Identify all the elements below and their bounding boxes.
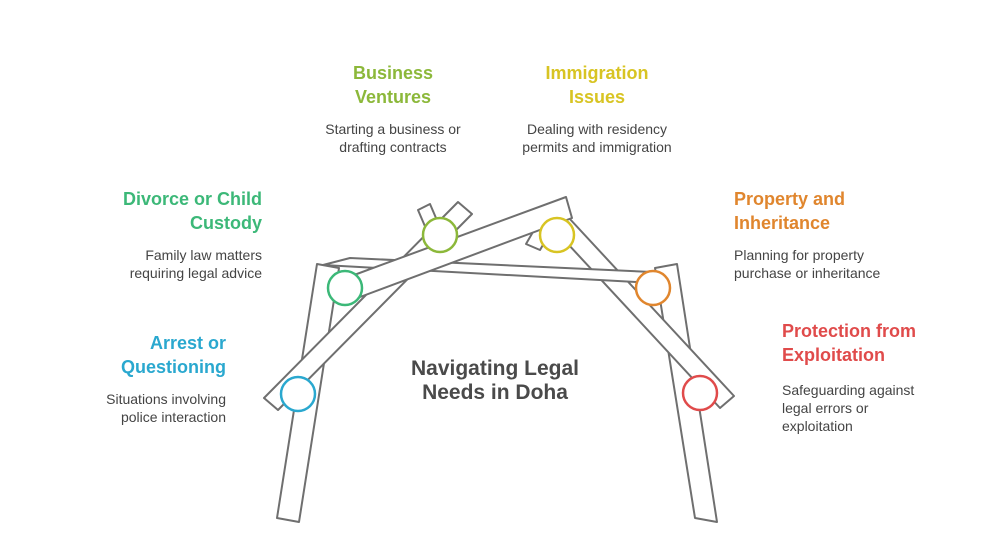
node-business (421, 216, 459, 254)
node-protection (681, 374, 719, 412)
item-desc-business: Starting a business or drafting contract… (325, 121, 461, 155)
item-desc-divorce: Family law matters requiring legal advic… (129, 247, 262, 281)
item-desc-protection: Safeguarding against legal errors or exp… (782, 382, 915, 434)
item-title-arrest: Arrest or Questioning (121, 333, 226, 377)
diagram-title: Navigating Legal Needs in Doha (410, 357, 580, 404)
item-title-protection: Protection from Exploitation (782, 321, 917, 365)
node-divorce (326, 269, 364, 307)
item-title-immigration: Immigration Issues (545, 63, 649, 107)
item-title-property: Property and Inheritance (734, 189, 846, 233)
node-arrest (279, 375, 317, 413)
node-immigration (538, 216, 576, 254)
item-desc-arrest: Situations involving police interaction (106, 391, 226, 425)
item-title-business: Business Ventures (352, 63, 434, 107)
item-title-divorce: Divorce or Child Custody (122, 189, 262, 233)
item-desc-immigration: Dealing with residency permits and immig… (522, 121, 672, 155)
node-property (634, 269, 672, 307)
item-desc-property: Planning for property purchase or inheri… (734, 247, 881, 281)
